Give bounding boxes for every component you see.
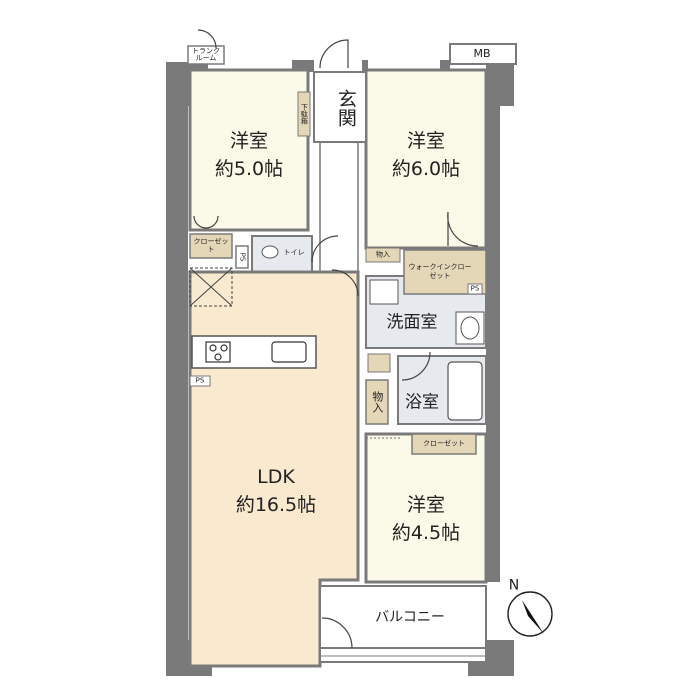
pantry-box (189, 267, 233, 307)
ldk-name: LDK (257, 466, 295, 489)
entrance-label: 玄関 (334, 89, 357, 127)
ps-label-ldk: PS (195, 376, 205, 385)
shoe-cabinet (297, 91, 311, 137)
ps-label-right: PS (470, 284, 480, 293)
western-room-2-floor (364, 68, 488, 250)
stove-icon (205, 341, 231, 363)
closet-label-room-3: クローゼット (423, 439, 465, 448)
ps-right (467, 283, 483, 295)
western-room-3-name: 洋室 (406, 494, 446, 517)
walk-in-closet-label: ウォークインクローゼット (408, 262, 472, 280)
ps-left (235, 245, 249, 269)
basin-bowl (460, 316, 480, 340)
toilet-bowl (261, 245, 279, 259)
closet-label-room-1: クローゼット (193, 237, 229, 253)
small-cabinet (367, 353, 391, 373)
north-label: N (508, 577, 520, 594)
ps-ldk (189, 375, 211, 387)
trunk-room-label: トランクルーム (192, 47, 220, 62)
washroom-label: 洗面室 (386, 312, 438, 333)
washing-machine (369, 279, 399, 305)
door-swings (193, 29, 479, 649)
storage-label-ldk: 物入 (370, 391, 384, 413)
closet-room-1 (189, 233, 233, 259)
storage-ldk (365, 379, 389, 425)
balcony-floor (319, 585, 487, 663)
storage-label-room-2: 物入 (376, 250, 390, 259)
western-room-1-floor (188, 68, 310, 232)
bathroom-label: 浴室 (405, 392, 439, 413)
western-room-2-size: 約6.0帖 (391, 158, 461, 181)
ldk-size: 約16.5帖 (235, 494, 317, 517)
western-room-3-size: 約4.5帖 (391, 522, 461, 545)
bathtub (447, 361, 483, 421)
western-room-2-name: 洋室 (406, 130, 446, 153)
storage-room-2 (365, 247, 401, 263)
shoe-cabinet-label: 下駄箱 (300, 103, 309, 125)
balcony-label: バルコニー (375, 609, 445, 626)
mb-box (449, 43, 517, 65)
toilet-label: トイレ (283, 248, 305, 257)
closet-room-3 (411, 433, 477, 455)
sink-icon (271, 341, 307, 363)
ps-label-left: PS (238, 252, 247, 262)
mb-label: MB (473, 47, 491, 61)
western-room-1-name: 洋室 (229, 130, 269, 153)
ldk-floor (188, 270, 360, 668)
entrance-floor (313, 71, 367, 143)
trunk-room (187, 45, 225, 65)
western-room-1-size: 約5.0帖 (214, 158, 284, 181)
north-compass-icon (507, 591, 553, 637)
